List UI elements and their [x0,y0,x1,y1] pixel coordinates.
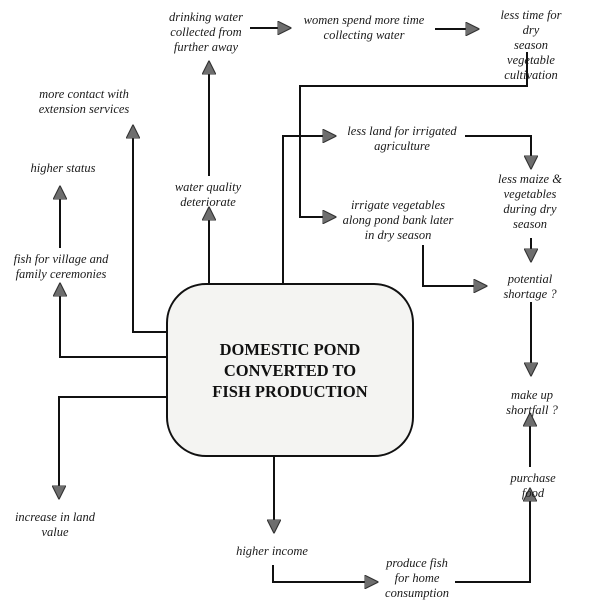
edge-less-time-dry-irrigate-veg [299,52,528,217]
node-make-up: make up shortfall ? [506,388,558,417]
node-women-time: women spend more time collecting water [303,13,425,42]
edge-higher-income-produce-fish [272,565,377,582]
center-label: DOMESTIC POND CONVERTED TO FISH PRODUCTI… [212,339,368,401]
node-land-value: increase in land value [14,510,96,539]
node-potential-shortage: potential shortage ? [503,272,557,301]
node-water-quality: water quality deteriorate [174,180,242,209]
node-extension: more contact with extension services [38,87,130,116]
node-less-maize: less maize & vegetables during dry seaso… [498,172,562,231]
node-drinking-water: drinking water collected from further aw… [169,10,243,54]
node-ceremonies: fish for village and family ceremonies [13,252,109,281]
node-produce-fish: produce fish for home consumption [385,556,449,600]
node-purchase-food: purchase food [510,471,556,500]
node-irrigate-veg: irrigate vegetables along pond bank late… [342,198,454,242]
edge-less-land-less-maize [465,135,531,168]
edge-irrigate-veg-potential-shortage [422,245,486,286]
node-higher-income: higher income [236,544,308,558]
edge-center-extension [133,126,166,333]
center-box [166,283,414,457]
edge-center-less-land [282,136,335,283]
edge-center-land-value [59,396,166,498]
edge-center-ceremonies [60,284,166,358]
node-less-time-dry: less time for dry season vegetable culti… [500,8,562,82]
node-less-land: less land for irrigated agriculture [347,124,457,153]
edge-produce-fish-purchase-food [455,489,530,583]
node-higher-status: higher status [30,161,96,175]
